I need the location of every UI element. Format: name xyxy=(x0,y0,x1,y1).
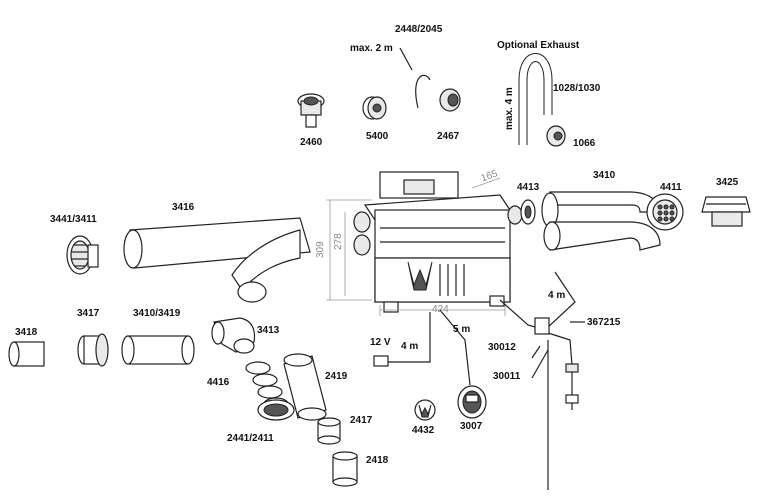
label-3418: 3418 xyxy=(15,327,38,338)
part-3417-adapter xyxy=(77,333,109,367)
label-3416: 3416 xyxy=(172,202,195,213)
label-5400: 5400 xyxy=(366,131,389,142)
label-2419: 2419 xyxy=(325,371,348,382)
label-optional-exhaust: Optional Exhaust xyxy=(497,40,580,51)
cable-5m-control xyxy=(439,309,471,386)
part-3410-3419-duct xyxy=(121,335,195,365)
part-2441-2411-grille-bottom xyxy=(257,399,295,421)
label-4432: 4432 xyxy=(412,425,435,436)
fuel-line xyxy=(499,271,579,490)
label-max-2m: max. 2 m xyxy=(350,43,393,54)
label-4m-cable: 4 m xyxy=(401,341,419,352)
dimension-lines xyxy=(326,177,506,316)
label-3425: 3425 xyxy=(716,177,739,188)
label-4m-fuel: 4 m xyxy=(548,290,566,301)
label-4411: 4411 xyxy=(660,182,682,193)
label-30012: 30012 xyxy=(488,342,516,353)
label-2460: 2460 xyxy=(300,137,323,148)
label-1066: 1066 xyxy=(573,138,596,149)
part-1028-1030-exhaust-pipe xyxy=(518,53,566,147)
part-3441-3411-grille-left xyxy=(66,235,99,275)
heater-unit xyxy=(353,171,523,313)
label-4413: 4413 xyxy=(517,182,540,193)
label-367215: 367215 xyxy=(587,317,621,328)
dimension-278: 278 xyxy=(333,233,344,250)
label-3007: 3007 xyxy=(460,421,483,432)
part-2418-sleeve xyxy=(332,451,358,487)
part-4413-collar xyxy=(520,199,536,225)
part-3416-duct xyxy=(123,217,311,303)
label-2448-2045: 2448/2045 xyxy=(395,24,443,35)
part-3007-control-panel xyxy=(457,385,487,419)
part-3410-ducts-right xyxy=(541,191,661,251)
label-2467: 2467 xyxy=(437,131,460,142)
label-3441-3411: 3441/3411 xyxy=(50,214,97,225)
label-12v: 12 V xyxy=(370,337,391,348)
label-30011: 30011 xyxy=(493,371,521,382)
label-2417: 2417 xyxy=(350,415,373,426)
label-1028-1030: 1028/1030 xyxy=(553,83,601,94)
label-3410-3419: 3410/3419 xyxy=(133,308,181,319)
label-2441-2411: 2441/2411 xyxy=(227,433,274,444)
part-2460-vent xyxy=(297,93,325,128)
part-3413-elbow xyxy=(211,317,256,354)
label-3410-top: 3410 xyxy=(593,170,616,181)
dimension-309: 309 xyxy=(315,241,326,258)
part-3418-sleeve xyxy=(8,341,45,367)
dimension-424: 424 xyxy=(432,304,449,315)
part-4411-grille xyxy=(646,193,684,231)
part-3425-hood xyxy=(701,196,751,227)
part-5400-outlet xyxy=(362,96,387,120)
part-4432-badge xyxy=(414,399,436,421)
label-4416: 4416 xyxy=(207,377,230,388)
part-2448-2045-hose xyxy=(399,54,461,112)
part-2417-adapter xyxy=(317,417,341,445)
cable-12v xyxy=(373,312,431,367)
leader-lines xyxy=(399,47,585,379)
label-3413: 3413 xyxy=(257,325,280,336)
label-max-4m: max. 4 m xyxy=(504,87,515,130)
label-3417: 3417 xyxy=(77,308,100,319)
label-5m: 5 m xyxy=(453,324,471,335)
label-2418: 2418 xyxy=(366,455,389,466)
part-2419-duct xyxy=(283,353,327,421)
